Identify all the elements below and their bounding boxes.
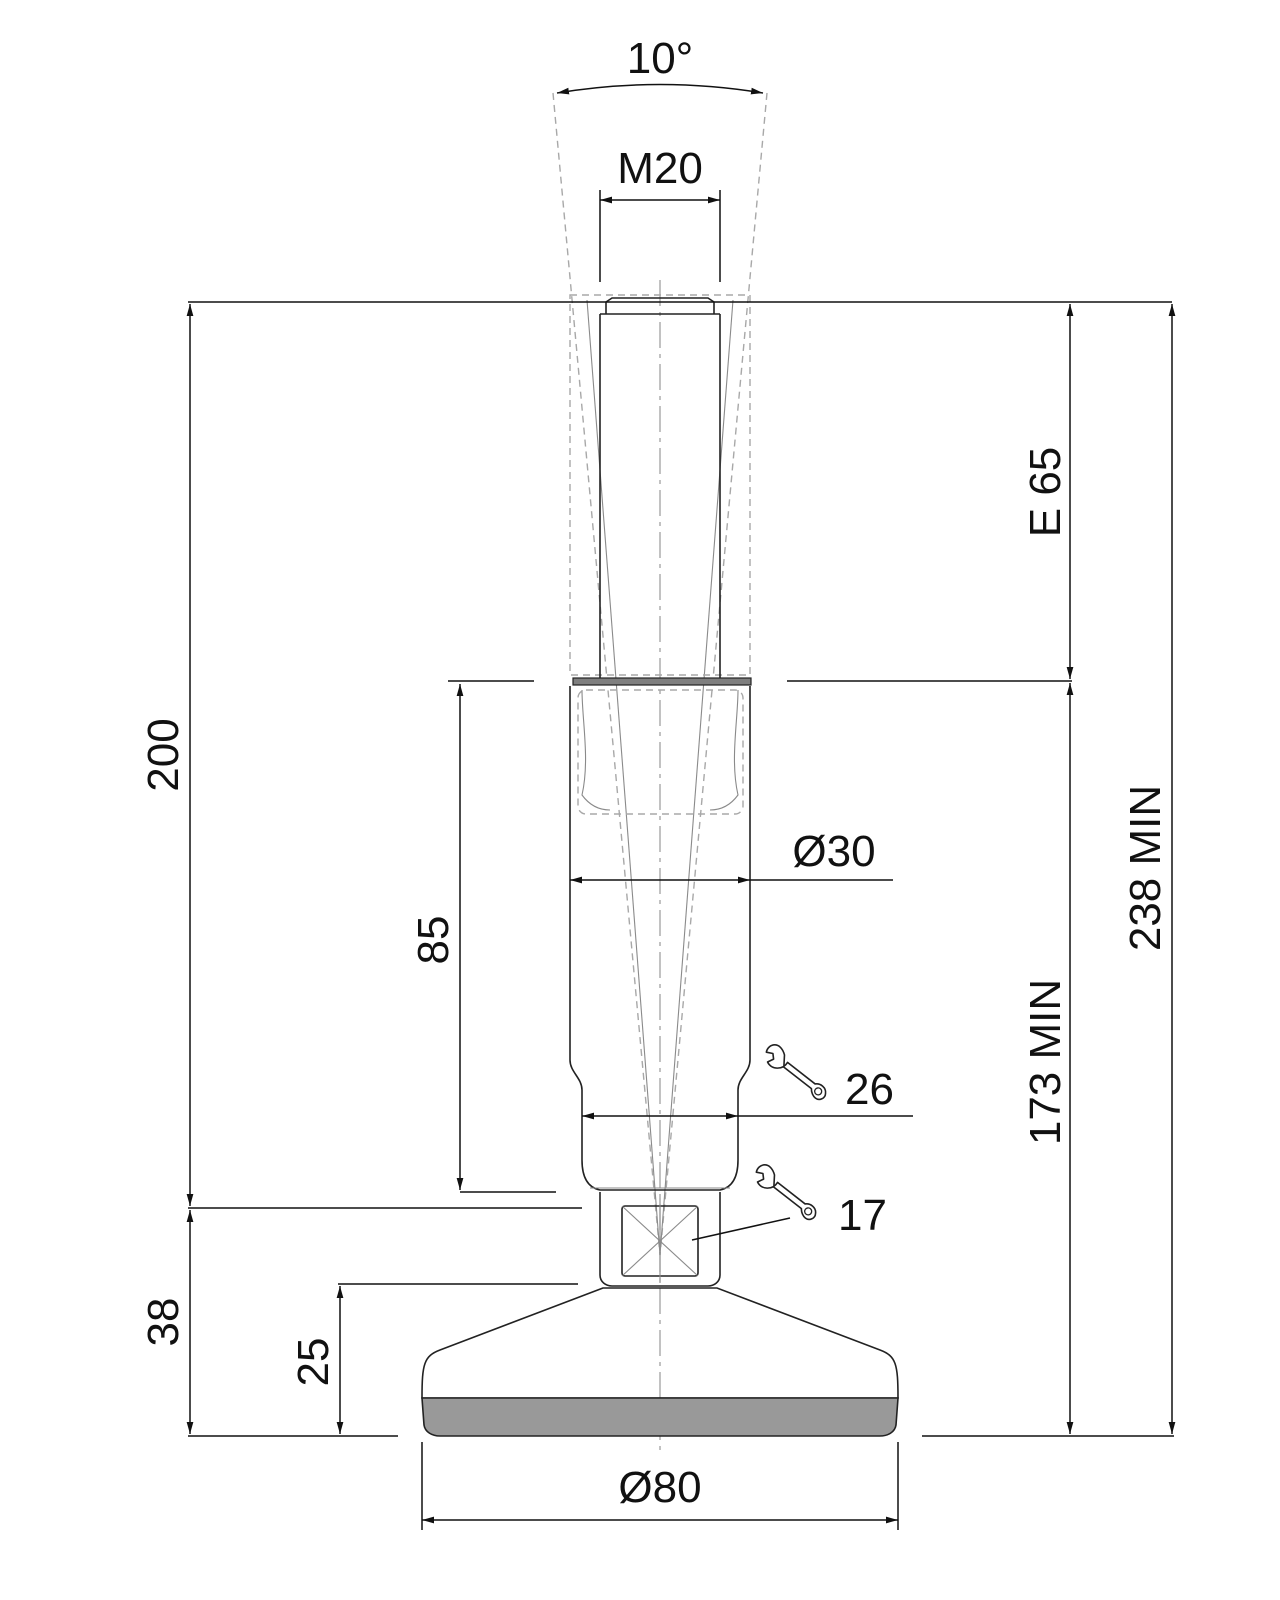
hex-nut [599, 1192, 721, 1287]
height-total-label: 200 [139, 718, 188, 791]
base-plate [421, 1287, 899, 1437]
height-total-dimension: 200 [139, 304, 194, 1206]
base-height-label: 38 [139, 1298, 188, 1347]
base-diameter-label: Ø80 [618, 1463, 701, 1512]
lock-nut [572, 677, 752, 686]
thread-length-dimension: E 65 [1021, 304, 1074, 679]
pad-height-dimension: 25 [289, 1283, 578, 1434]
thread-dimension: M20 [599, 144, 721, 282]
wrench-26-dimension: 26 [582, 1044, 913, 1120]
thread-label: M20 [617, 144, 703, 193]
body-height-label: 85 [409, 916, 458, 965]
body-diameter-dimension: Ø30 [570, 827, 893, 884]
base-pad [421, 1397, 899, 1437]
wrench-icon [765, 1044, 827, 1101]
base-diameter-dimension: Ø80 [421, 1442, 899, 1530]
base-height-dimension: 38 [139, 1207, 582, 1434]
body-height-dimension: 85 [409, 684, 556, 1193]
body-diameter-label: Ø30 [792, 827, 875, 876]
wrench-17-leader: 17 [691, 1164, 887, 1241]
swivel-cone [552, 92, 768, 1256]
min-height-dimension: 173 MIN [1021, 683, 1074, 1434]
tilted-stud-ghost [569, 294, 751, 815]
thread-length-label: E 65 [1021, 447, 1070, 538]
threaded-stud [599, 297, 721, 680]
wrench-icon [755, 1164, 817, 1221]
angle-label: 10° [627, 34, 694, 83]
max-height-label: 238 MIN [1121, 785, 1170, 951]
pad-height-label: 25 [289, 1338, 338, 1387]
angle-dimension: 10° [556, 34, 764, 95]
wrench-17-label: 17 [838, 1191, 887, 1240]
wrench-26-label: 26 [845, 1065, 894, 1114]
max-height-dimension: 238 MIN [1121, 304, 1176, 1434]
min-height-label: 173 MIN [1021, 979, 1070, 1145]
